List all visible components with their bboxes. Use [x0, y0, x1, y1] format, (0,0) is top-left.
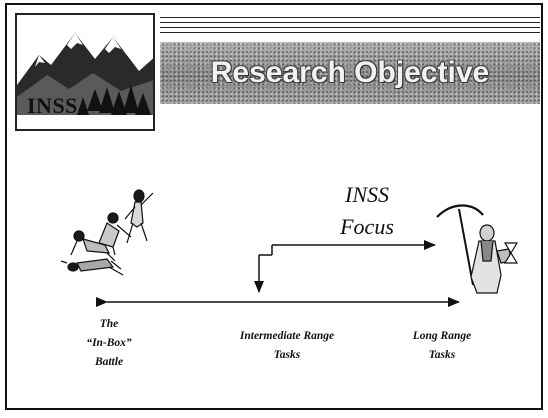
slide-title: Research Objective: [210, 56, 490, 89]
slide: INSS Research Objective: [5, 3, 543, 410]
label-inbox-battle: The “In-Box” Battle: [69, 315, 149, 372]
label-line: Tasks: [428, 349, 456, 361]
label-line: The: [99, 318, 119, 330]
focus-subtitle: Focus: [340, 214, 394, 239]
focus-title: INSS: [345, 182, 389, 207]
grim-reaper-icon: [436, 204, 519, 294]
label-line: Battle: [94, 356, 124, 368]
focus-bracket: [254, 240, 436, 293]
header-rule: [160, 27, 540, 28]
label-line: Intermediate Range: [239, 330, 335, 342]
label-intermediate-range: Intermediate Range Tasks: [212, 327, 362, 365]
title-banner: Research Objective: [160, 42, 540, 104]
label-line: Long Range: [412, 330, 472, 342]
mountain-logo-icon: [17, 33, 153, 129]
timeline-diagram: [60, 189, 519, 307]
label-line: “In-Box”: [86, 337, 132, 349]
label-long-range: Long Range Tasks: [382, 327, 502, 365]
inss-logo: INSS: [15, 13, 155, 131]
inbox-battle-figures-icon: [60, 189, 154, 276]
logo-text: INSS: [27, 93, 78, 118]
header-rule: [160, 17, 540, 18]
header-rule: [160, 32, 540, 33]
header-rule: [160, 22, 540, 23]
label-line: Tasks: [273, 349, 301, 361]
